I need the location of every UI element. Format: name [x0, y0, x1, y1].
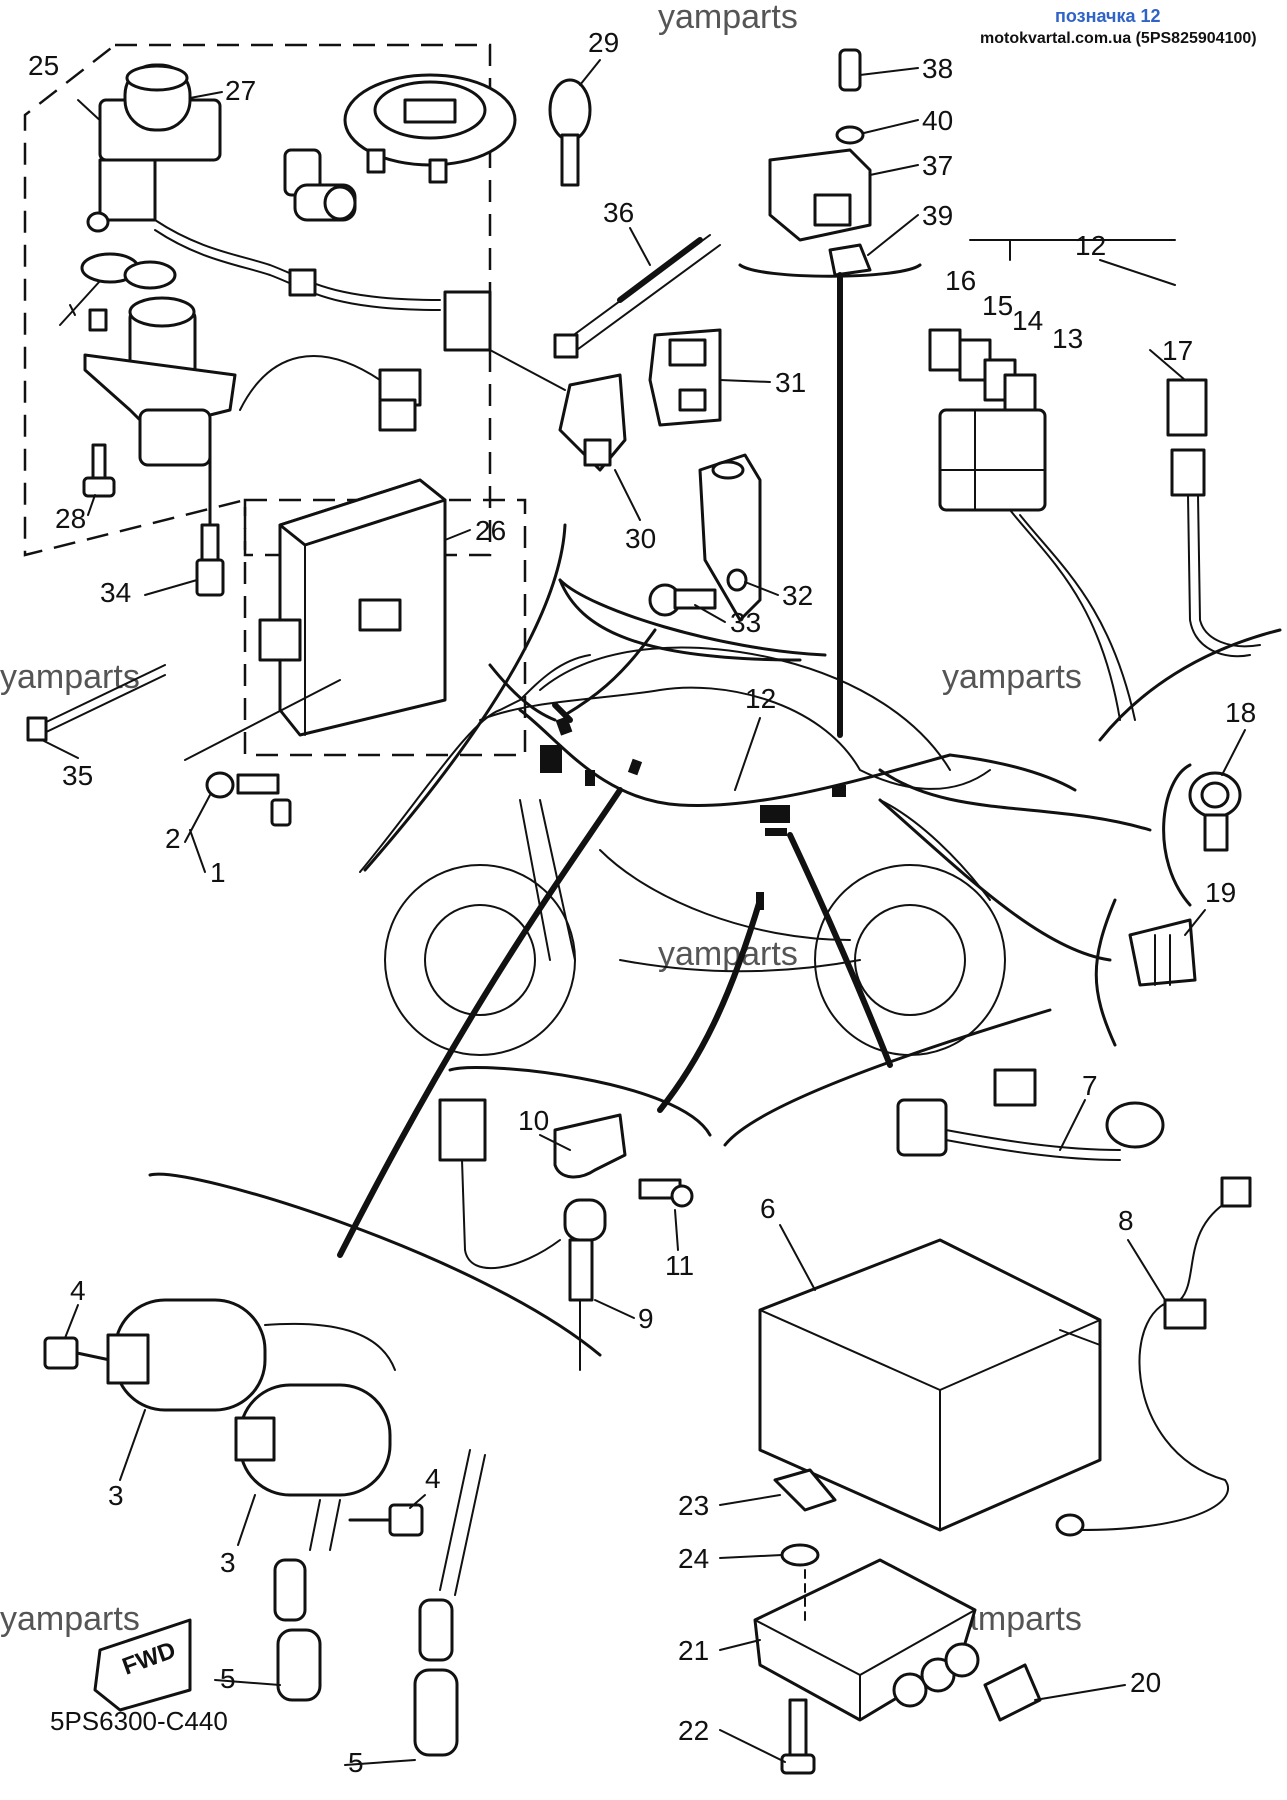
callout-23: 23: [678, 1490, 709, 1521]
callout-24: 24: [678, 1543, 709, 1574]
callout-17: 17: [1162, 335, 1193, 366]
bolt-washer-1-2-part: [184, 679, 341, 827]
callout-2: 2: [165, 823, 181, 854]
callout-14: 14: [1012, 305, 1043, 336]
callout-34: 34: [100, 577, 131, 608]
battery-cable-set-part: [758, 1068, 1252, 1537]
callout-20: 20: [1130, 1667, 1161, 1698]
callout-22: 22: [678, 1715, 709, 1746]
callout-6: 6: [760, 1193, 776, 1224]
relay-37-set-part: [738, 48, 922, 738]
callout-13: 13: [1052, 323, 1083, 354]
callout-40: 40: [922, 105, 953, 136]
callout-5a: 5: [220, 1663, 236, 1694]
callout-33: 33: [730, 607, 761, 638]
clips-18-19-part: [1094, 763, 1242, 1047]
callout-16: 16: [945, 265, 976, 296]
cable-tie-35-part: [26, 664, 166, 742]
callout-4a: 4: [70, 1275, 86, 1306]
callout-5b: 5: [348, 1747, 364, 1778]
holder-32-bolt-33-part: [648, 453, 762, 622]
callout-37: 37: [922, 150, 953, 181]
callout-leaders: [41, 59, 1246, 1766]
relay-bracket-30-part: [489, 349, 627, 472]
callout-27: 27: [225, 75, 256, 106]
bracket-frames: [148, 578, 1052, 1357]
callout-30: 30: [625, 523, 656, 554]
callout-38: 38: [922, 53, 953, 84]
callout-39: 39: [922, 200, 953, 231]
callout-15: 15: [982, 290, 1013, 321]
callout-18: 18: [1225, 697, 1256, 728]
watermark-left: yamparts: [0, 658, 140, 696]
callout-28: 28: [55, 503, 86, 534]
ignition-coil-group-part: FWD: [43, 1298, 486, 1757]
page-source-label: motokvartal.com.ua (5PS825904100): [980, 30, 1257, 47]
callout-8: 8: [1118, 1205, 1134, 1236]
callout-36: 36: [603, 197, 634, 228]
watermark-bottom-left: yamparts: [0, 1600, 140, 1638]
callout-32: 32: [782, 580, 813, 611]
callout-29: 29: [588, 27, 619, 58]
catalog-code: 5PS6300-C440: [50, 1706, 228, 1736]
callout-11: 11: [665, 1250, 694, 1281]
leader-lines: [337, 523, 1152, 1258]
callout-10: 10: [518, 1105, 549, 1136]
callout-7: 7: [1082, 1070, 1098, 1101]
callout-21: 21: [678, 1635, 709, 1666]
main-switch-lock-set-group: [23, 43, 517, 557]
watermark-right: yamparts: [942, 658, 1082, 696]
callout-25: 25: [28, 50, 59, 81]
fuse-box-group-part: [928, 239, 1282, 742]
callout-19: 19: [1205, 877, 1236, 908]
cable-tie-36-part: [553, 234, 721, 359]
motorcycle-outline: [359, 646, 1077, 1056]
callout-12b: 12: [745, 683, 776, 714]
callout-labels: 1 2 3 3 4 4 5 5 6 7 8 9 10 11 12 12 13 1…: [28, 27, 1256, 1778]
ecu-26-part: [243, 478, 527, 757]
callout-4b: 4: [425, 1463, 441, 1494]
callout-31: 31: [775, 367, 806, 398]
callout-1: 1: [210, 857, 226, 888]
callout-3a: 3: [108, 1480, 124, 1511]
key-29-part: [548, 78, 592, 187]
sensor-9-set-part: [438, 1098, 694, 1371]
rectifier-regulator-set-part: [753, 1468, 1042, 1775]
relay-31-part: [648, 328, 722, 427]
watermark-center: yamparts: [658, 935, 798, 973]
callout-12a: 12: [1075, 230, 1106, 261]
bolt-34-part: [195, 428, 225, 597]
watermark-top: yamparts: [658, 0, 798, 36]
callout-35: 35: [62, 760, 93, 791]
callout-3b: 3: [220, 1547, 236, 1578]
callout-26: 26: [475, 515, 506, 546]
callout-9: 9: [638, 1303, 654, 1334]
page-marker-title: позначка 12: [1055, 6, 1161, 26]
